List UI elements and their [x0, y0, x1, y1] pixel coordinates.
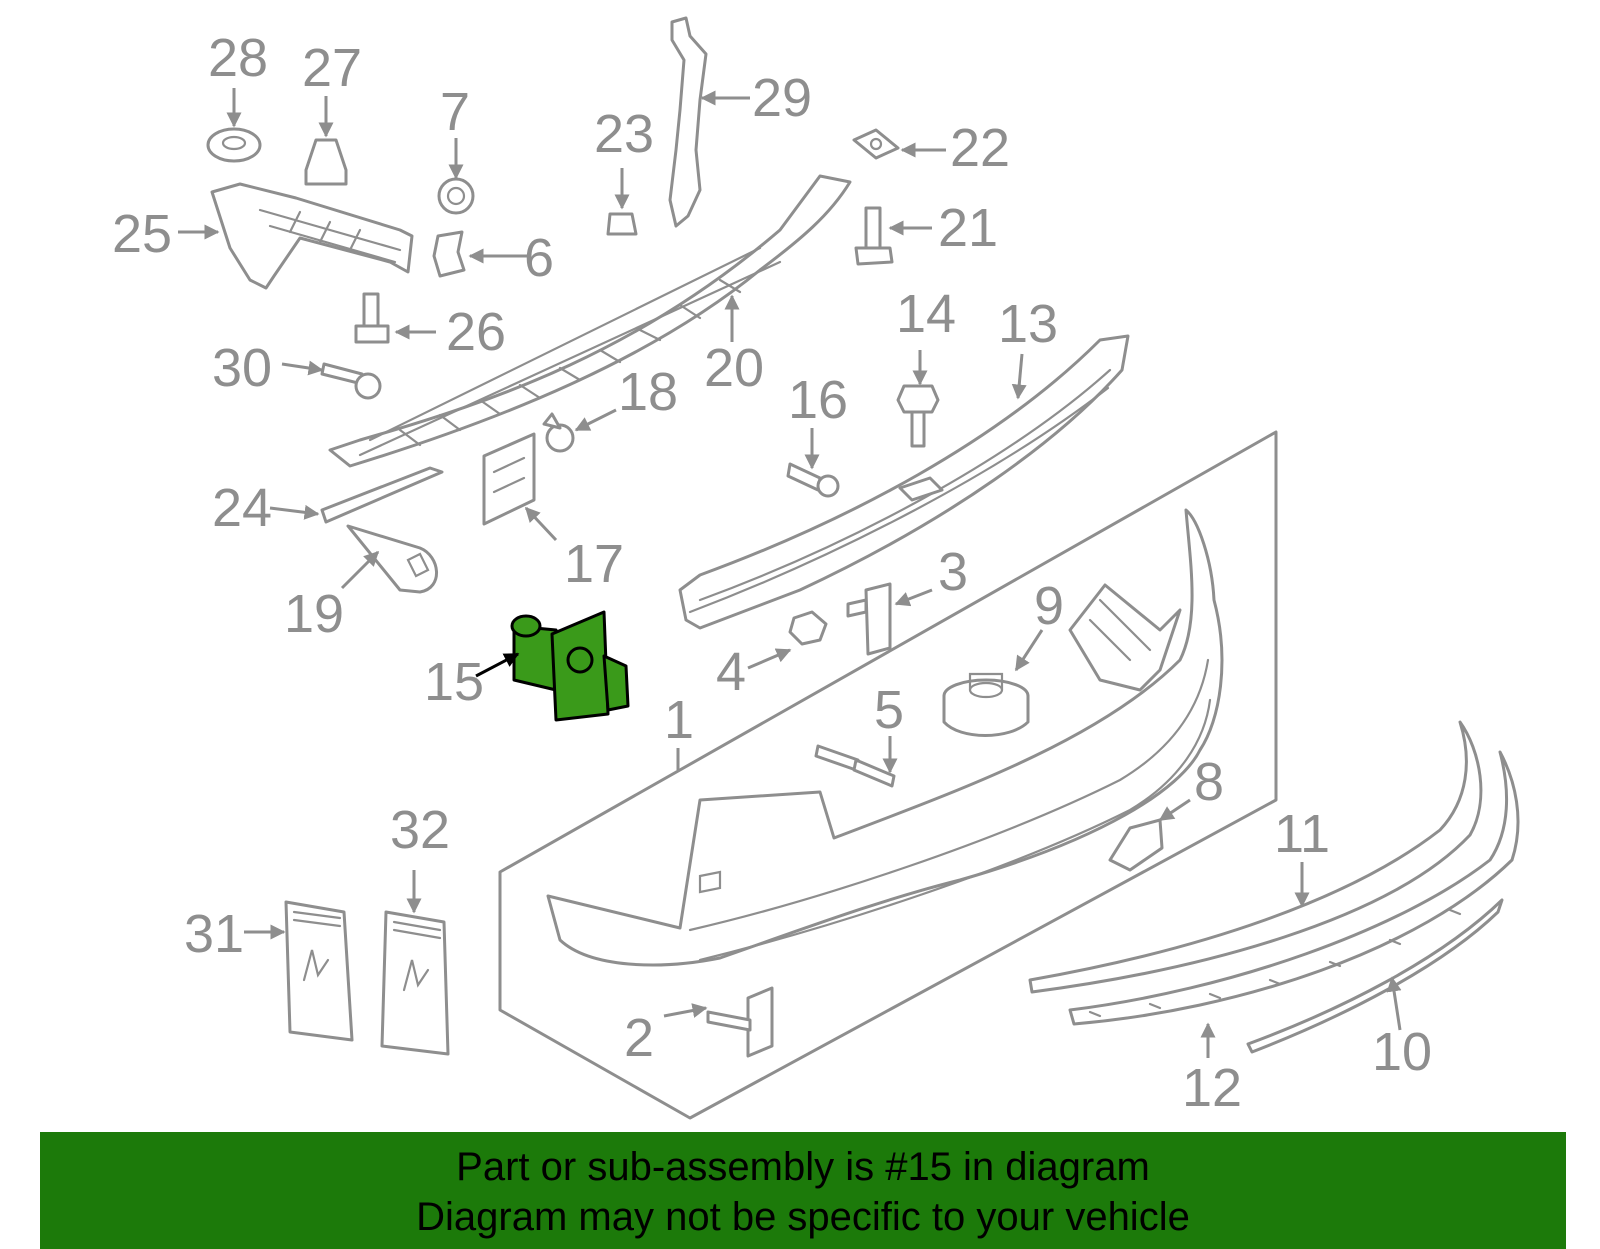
- clip-6: [432, 230, 466, 278]
- callout-5: 5: [874, 680, 904, 740]
- sensor-holder-9: [942, 672, 1030, 737]
- callout-1: 1: [664, 690, 694, 750]
- callout-6: 6: [524, 228, 554, 288]
- reinforcement-20: [328, 174, 852, 468]
- bracket-29: [668, 16, 708, 228]
- lower-trim-12: [1068, 750, 1520, 1026]
- callout-18: 18: [618, 362, 678, 422]
- bolt-26: [354, 292, 390, 344]
- callout-27: 27: [302, 38, 362, 98]
- callout-30: 30: [212, 338, 272, 398]
- callout-15: 15: [424, 652, 484, 712]
- callout-16: 16: [788, 370, 848, 430]
- absorber-13: [678, 334, 1130, 630]
- stud-5: [814, 744, 896, 788]
- banner-line-part: Part or sub-assembly is #15 in diagram: [456, 1145, 1150, 1189]
- callout-31: 31: [184, 904, 244, 964]
- callout-25: 25: [112, 204, 172, 264]
- bumper-cover: [546, 508, 1224, 967]
- callout-2: 2: [624, 1008, 654, 1068]
- callout-11: 11: [1274, 804, 1330, 864]
- clip-18: [542, 412, 575, 453]
- document-32: [380, 910, 450, 1056]
- callout-3: 3: [938, 542, 968, 602]
- cover-19: [346, 524, 438, 594]
- callout-19: 19: [284, 584, 344, 644]
- callout-26: 26: [446, 302, 506, 362]
- callout-22: 22: [950, 118, 1010, 178]
- callout-arrows: [178, 88, 1402, 1058]
- lower-trim-10: [1246, 898, 1504, 1054]
- callout-14: 14: [896, 284, 956, 344]
- grommet-28: [206, 127, 262, 163]
- info-banner: Part or sub-assembly is #15 in diagram D…: [40, 1132, 1566, 1249]
- clip-7: [437, 177, 475, 215]
- lower-trim-11: [1028, 720, 1483, 994]
- bracket-3: [846, 582, 892, 656]
- bracket-25: [210, 182, 414, 290]
- nut-4: [788, 610, 828, 646]
- callout-32: 32: [390, 800, 450, 860]
- callout-24: 24: [212, 478, 272, 538]
- molding-24: [320, 466, 444, 524]
- callout-23: 23: [594, 104, 654, 164]
- callout-10: 10: [1372, 1022, 1432, 1082]
- banner-line-disclaimer: Diagram may not be specific to your vehi…: [416, 1195, 1190, 1239]
- bracket-2: [706, 986, 774, 1058]
- callout-9: 9: [1034, 576, 1064, 636]
- bolt-30: [320, 362, 382, 400]
- callout-8: 8: [1194, 752, 1224, 812]
- callout-labels: 28 27 7 29 23 22 21 25 6 26 30 20 18 14 …: [112, 28, 1432, 1118]
- callout-4: 4: [716, 642, 746, 702]
- callout-12: 12: [1182, 1058, 1242, 1118]
- bracket-17: [482, 432, 536, 526]
- callout-21: 21: [938, 198, 998, 258]
- clip-23: [606, 212, 638, 236]
- callout-7: 7: [440, 82, 470, 142]
- callout-29: 29: [752, 68, 812, 128]
- part-15-highlighted: [510, 610, 630, 722]
- nut-22: [852, 128, 900, 160]
- bolt-14: [896, 384, 940, 448]
- bolt-21: [854, 206, 894, 266]
- callout-28: 28: [208, 28, 268, 88]
- callout-20: 20: [704, 338, 764, 398]
- callout-17: 17: [564, 534, 624, 594]
- document-31: [284, 900, 354, 1042]
- callout-13: 13: [998, 294, 1058, 354]
- clip-27: [304, 138, 348, 186]
- bolt-16: [786, 462, 840, 498]
